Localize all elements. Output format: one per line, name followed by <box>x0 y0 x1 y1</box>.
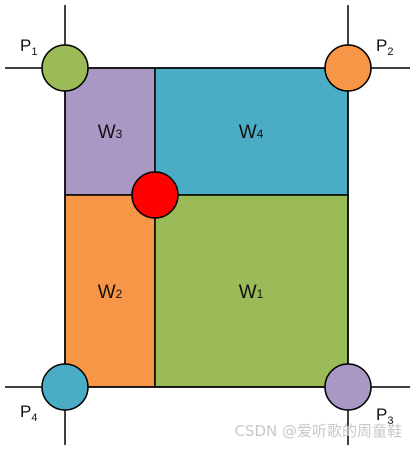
label-w4: W4 <box>239 122 264 143</box>
label-w3: W3 <box>98 122 123 143</box>
point-p3 <box>324 363 372 411</box>
label-w1: W1 <box>239 282 264 303</box>
label-p3: P3 <box>376 405 393 427</box>
region-w4 <box>154 67 349 196</box>
point-center <box>131 171 179 219</box>
region-w3 <box>64 67 156 196</box>
label-w2: W2 <box>98 282 123 303</box>
label-p4: P4 <box>20 402 37 424</box>
region-w2 <box>64 194 156 388</box>
region-w1 <box>154 194 349 388</box>
point-p1 <box>41 44 89 92</box>
point-p4 <box>41 363 89 411</box>
point-p2 <box>324 44 372 92</box>
watermark: CSDN @爱听歌的周童鞋 <box>234 422 402 440</box>
label-p1: P1 <box>20 36 37 58</box>
label-p2: P2 <box>376 36 393 58</box>
